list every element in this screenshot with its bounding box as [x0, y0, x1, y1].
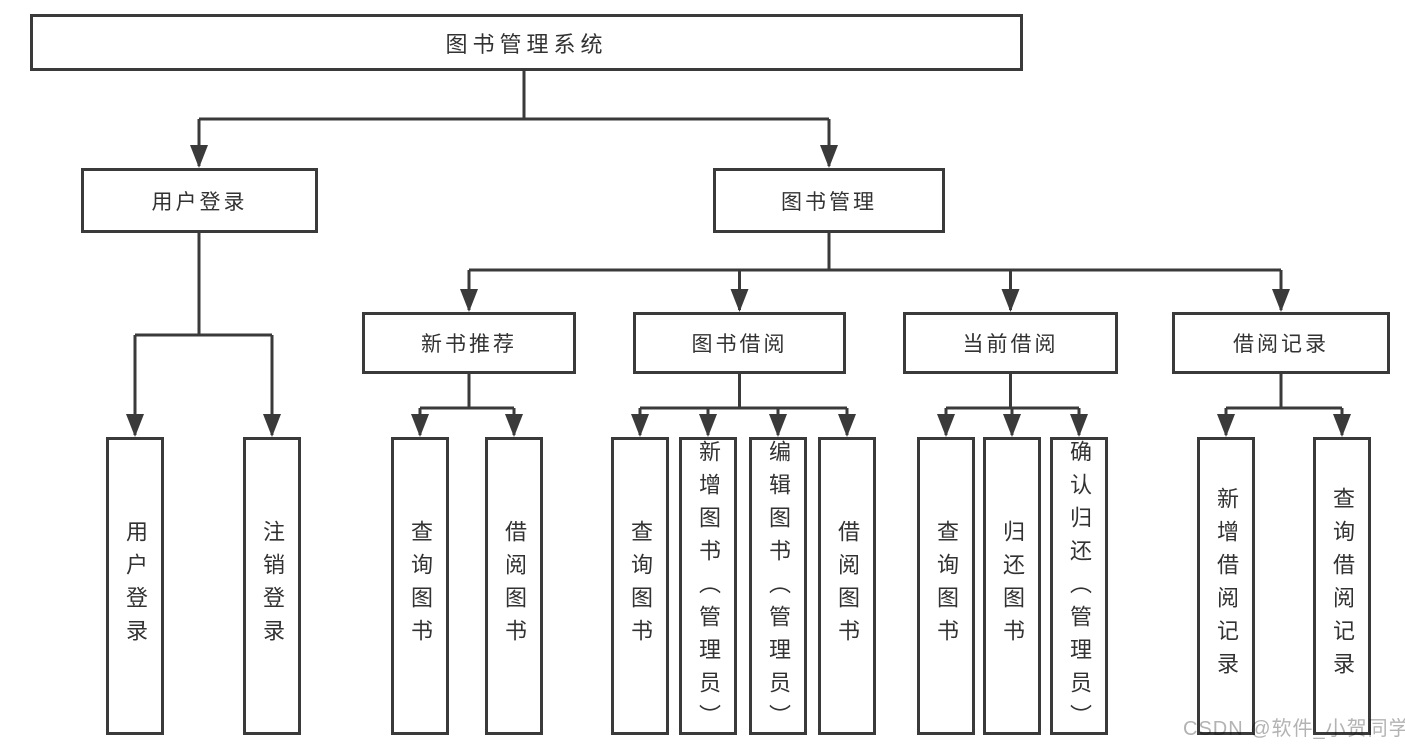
node-book-management: 图书管理: [713, 168, 945, 233]
leaf-add-book-admin: 新增图书（管理员）: [679, 437, 737, 737]
arrowhead: [263, 414, 281, 437]
leaf-label: 查询图书: [408, 520, 433, 652]
leaf-label: 借阅图书: [835, 520, 860, 652]
leaf-query-books-current: 查询图书: [917, 437, 975, 735]
leaf-return-books: 归还图书: [983, 437, 1041, 735]
leaf-label: 查询图书: [628, 520, 653, 652]
leaf-label: 新增图书（管理员）: [696, 440, 721, 737]
node-label: 新书推荐: [421, 333, 517, 356]
arrowhead: [769, 414, 787, 437]
arrowhead: [838, 414, 856, 437]
leaf-label: 查询图书: [934, 520, 959, 652]
leaf-borrow-books-newbook: 借阅图书: [485, 437, 543, 735]
leaf-label: 查询借阅记录: [1330, 487, 1355, 685]
leaf-label: 新增借阅记录: [1214, 487, 1239, 685]
leaf-add-borrow-record: 新增借阅记录: [1197, 437, 1255, 735]
leaf-label: 借阅图书: [502, 520, 527, 652]
leaf-edit-book-admin: 编辑图书（管理员）: [749, 437, 807, 737]
arrowhead: [699, 414, 717, 437]
arrowhead: [1217, 414, 1235, 437]
node-book-borrowing: 图书借阅: [633, 312, 846, 374]
node-label: 用户登录: [151, 190, 248, 214]
node-borrowing-records: 借阅记录: [1172, 312, 1390, 374]
arrowhead: [1272, 289, 1290, 312]
arrowhead: [730, 289, 749, 312]
watermark-text: CSDN @软件_小贺同学: [1183, 718, 1405, 740]
connector-userlogin-to-leaves: [133, 233, 274, 435]
node-user-login: 用户登录: [81, 168, 318, 233]
connector-root-to-level2: [197, 70, 831, 166]
arrowhead: [190, 145, 208, 168]
connector-bookmgmt-to-level3: [467, 233, 1283, 310]
arrowhead: [1070, 414, 1088, 437]
node-label: 图书管理: [781, 190, 877, 214]
leaf-label: 注销登录: [260, 520, 285, 652]
leaf-query-borrow-record: 查询借阅记录: [1313, 437, 1371, 735]
arrowhead: [1333, 414, 1351, 437]
node-label: 图书借阅: [691, 333, 788, 356]
leaf-label: 编辑图书（管理员）: [766, 440, 791, 737]
arrowhead: [126, 414, 144, 437]
node-label: 借阅记录: [1233, 333, 1329, 356]
connector-borrowrecord-to-leaves: [1224, 373, 1344, 435]
node-new-book-recommendation: 新书推荐: [362, 312, 576, 374]
leaf-user-login: 用户登录: [106, 437, 164, 735]
arrowhead: [505, 414, 523, 437]
leaf-query-books-borrowing: 查询图书: [611, 437, 669, 735]
arrowhead: [631, 414, 649, 437]
node-library-management-system: 图书管理系统: [30, 14, 1023, 71]
arrowhead: [1003, 414, 1021, 437]
arrowhead: [820, 145, 838, 168]
leaf-query-books-newbook: 查询图书: [391, 437, 449, 735]
connector-bookborrow-to-leaves: [638, 373, 849, 435]
node-current-borrowing: 当前借阅: [903, 312, 1118, 374]
arrowhead: [1001, 289, 1020, 312]
arrowhead: [937, 414, 955, 437]
node-label: 当前借阅: [962, 333, 1059, 356]
node-label: 图书管理系统: [445, 31, 608, 57]
arrowhead: [460, 289, 478, 312]
leaf-confirm-return-admin: 确认归还（管理员）: [1050, 437, 1108, 737]
connector-newbook-to-leaves: [418, 373, 516, 435]
arrowhead: [411, 414, 429, 437]
leaf-borrow-books-borrowing: 借阅图书: [818, 437, 876, 735]
leaf-label: 归还图书: [1000, 520, 1025, 652]
leaf-logout: 注销登录: [243, 437, 301, 735]
leaf-label: 用户登录: [123, 520, 148, 652]
leaf-label: 确认归还（管理员）: [1067, 440, 1092, 737]
